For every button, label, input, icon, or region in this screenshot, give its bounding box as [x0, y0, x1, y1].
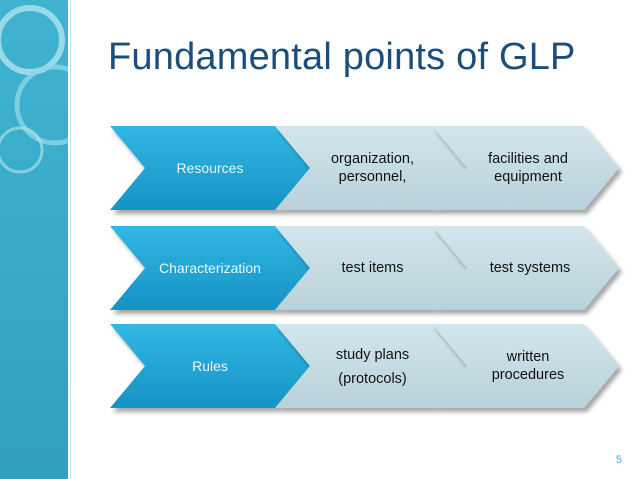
resources-label: Resources: [176, 160, 244, 176]
facilities-label: facilities and equipment: [488, 151, 568, 185]
chevron-item-test-systems: [432, 226, 619, 310]
characterization-label: Characterization: [159, 260, 261, 276]
sidebar-divider: [70, 0, 71, 479]
decorative-circles-icon: [0, 5, 68, 174]
chevron-item-study-plans: [275, 324, 467, 408]
chevron-head-resources: [110, 126, 310, 210]
chevron-item-test-items: [275, 226, 467, 310]
chevron-item-organization: [275, 126, 467, 210]
slide-title: Fundamental points of GLP: [108, 36, 576, 78]
test-systems-label: test systems: [489, 260, 571, 276]
chevron-item-written-procedures: [432, 324, 619, 408]
chevron-item-facilities: [432, 126, 619, 210]
rules-label: Rules: [192, 358, 228, 374]
test-items-label: test items: [341, 260, 404, 276]
chevron-head-rules: [110, 324, 310, 408]
page-number: 5: [615, 454, 622, 466]
written-procedures-label: written procedures: [491, 349, 565, 383]
chevron-head-characterization: [110, 226, 310, 310]
sidebar-band: [0, 0, 68, 479]
organization-label: organization, personnel,: [330, 151, 415, 185]
study-plans-label: study plans (protocols): [335, 347, 410, 387]
